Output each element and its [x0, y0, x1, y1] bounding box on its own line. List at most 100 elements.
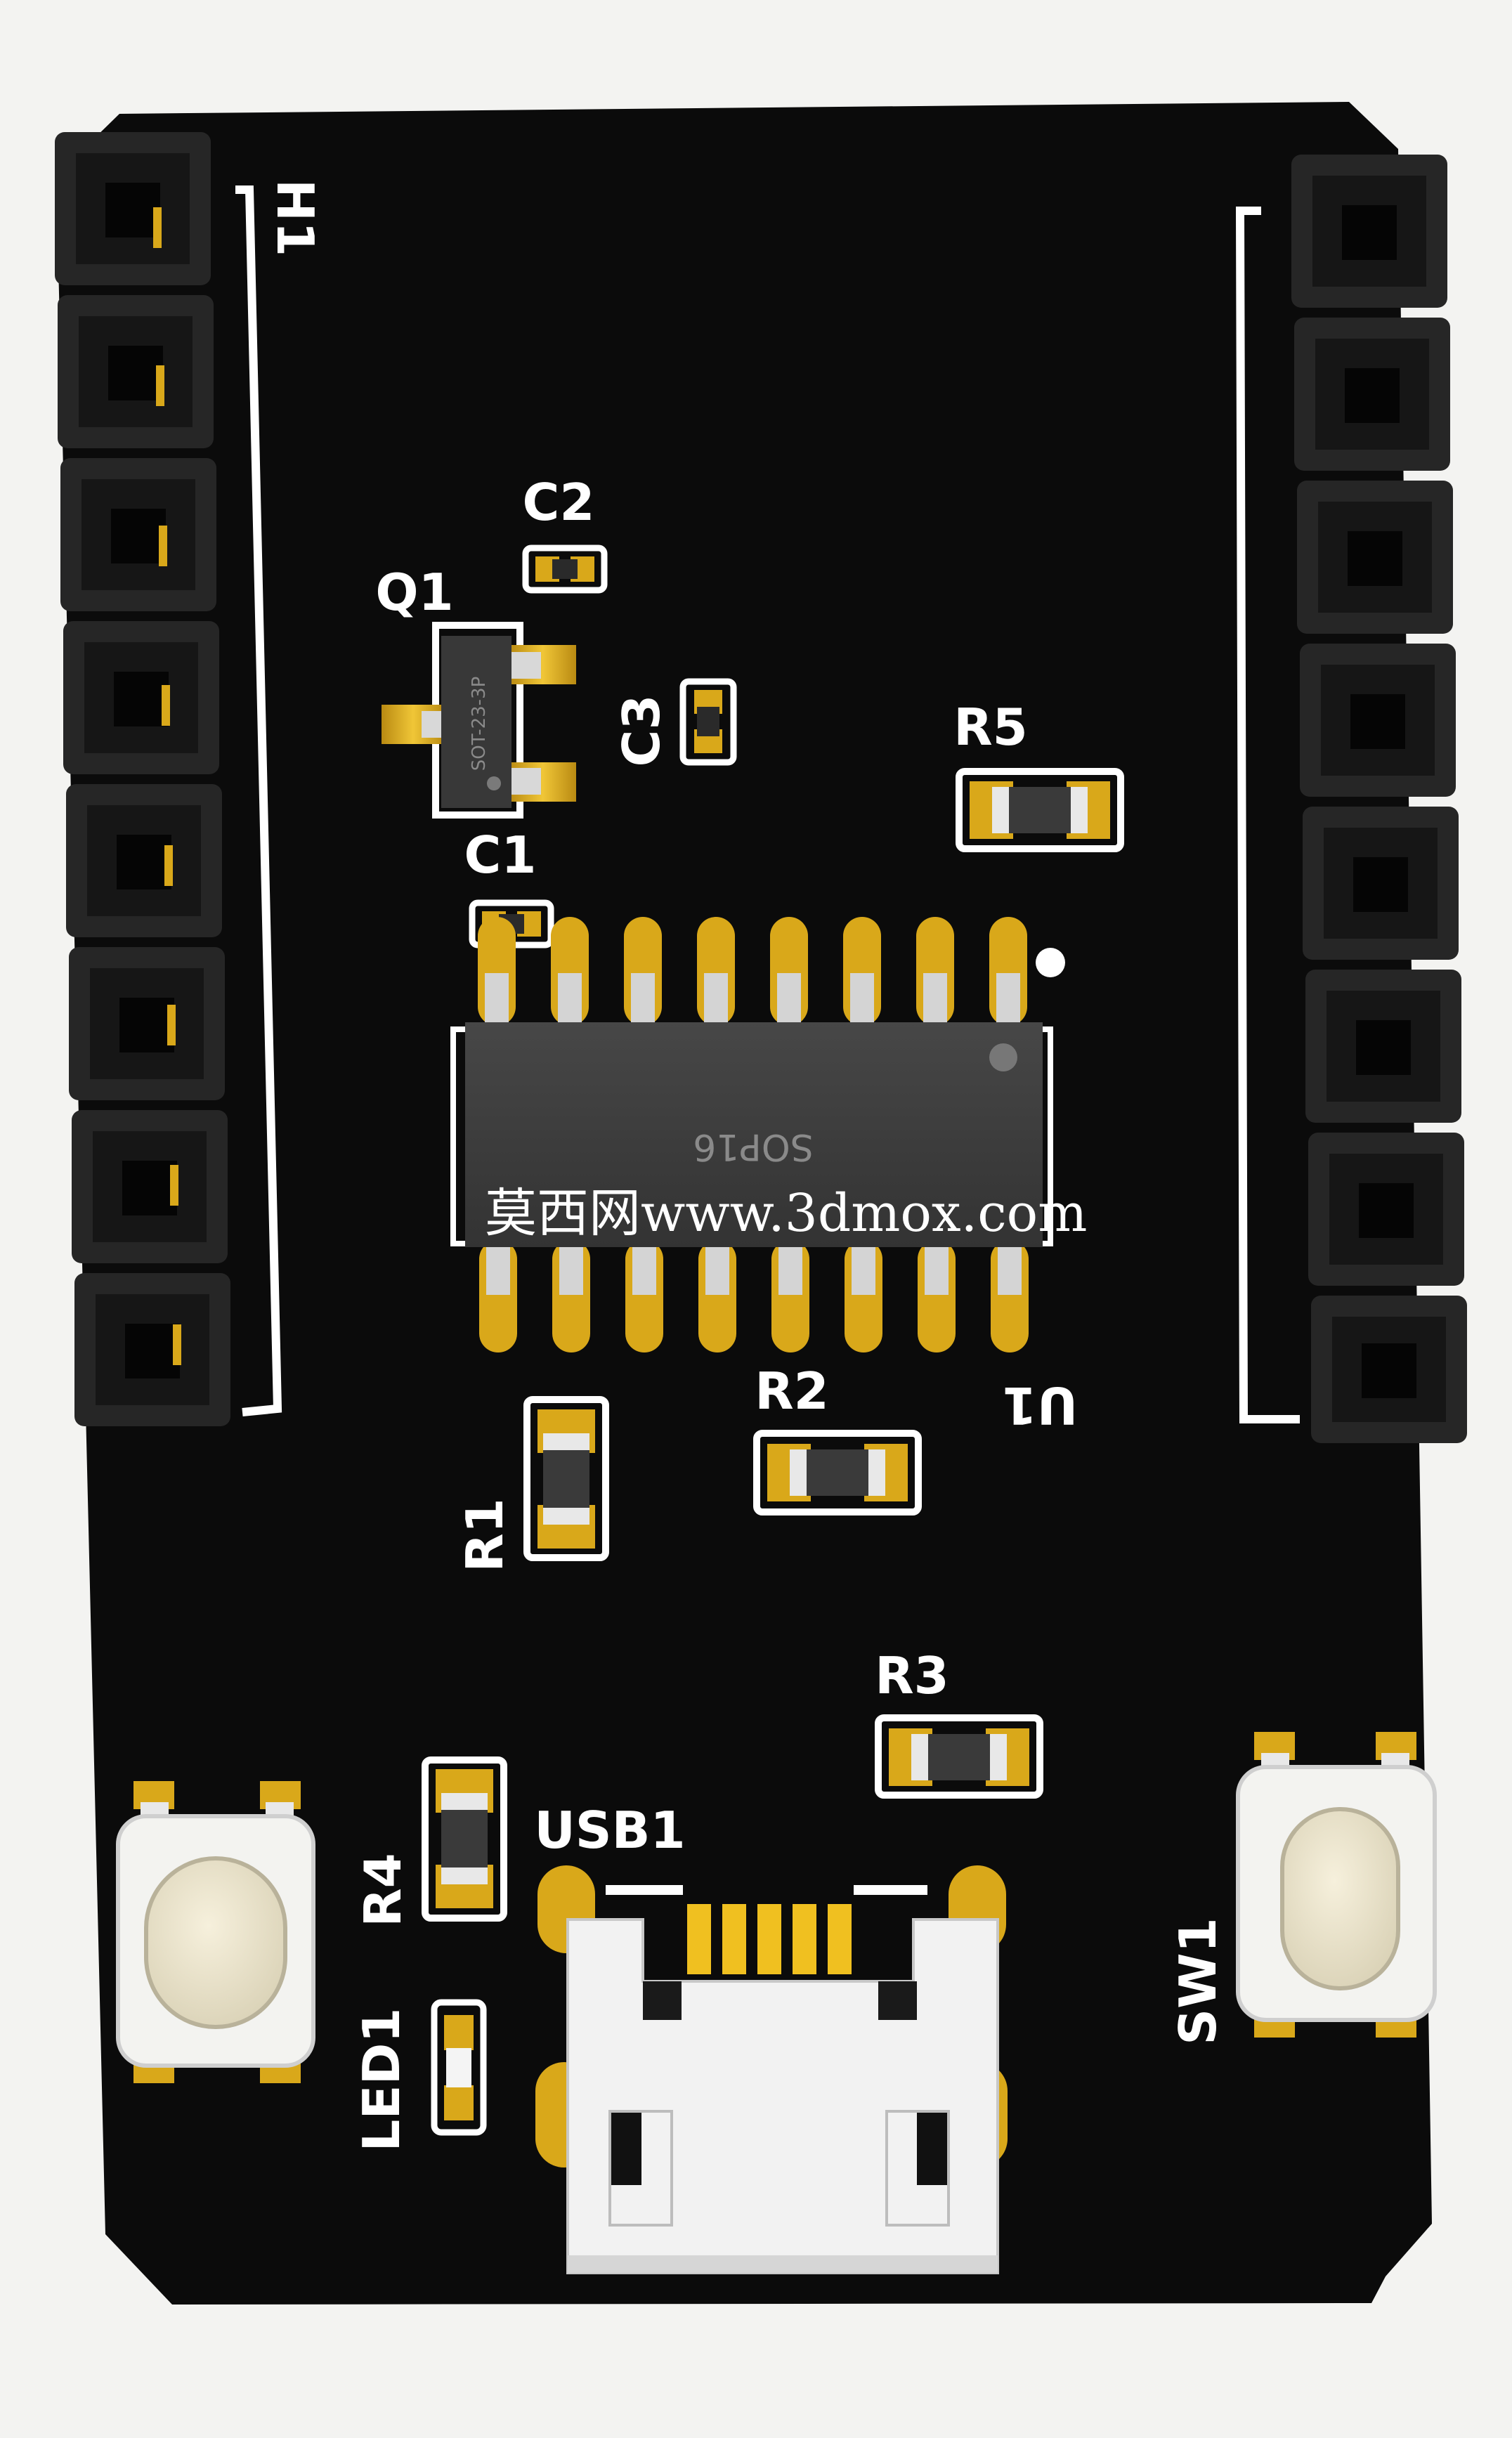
usb1-silk-top-left: [606, 1885, 683, 1895]
u1-pin: [551, 917, 589, 1026]
u1-pin: [989, 917, 1027, 1026]
u1-package-mark: SOP16: [693, 1126, 813, 1168]
usb1-silk-top-right: [854, 1885, 927, 1895]
usb1-signal-pad: [757, 1904, 781, 1974]
h1-pin: [63, 621, 219, 774]
r2-end-cap: [867, 1449, 885, 1496]
usb1-latch-outline: [608, 2110, 673, 2227]
usb1-tab: [643, 1981, 682, 2020]
u1-pin: [843, 917, 881, 1026]
r3-label: R3: [875, 1646, 949, 1705]
r5-label: R5: [953, 698, 1028, 757]
h1-pin: [66, 784, 222, 937]
r4-body: [441, 1810, 488, 1867]
h1-pin: [55, 132, 211, 285]
led1-silk-outline: [431, 1999, 487, 2136]
h1-pin: [69, 947, 225, 1100]
led1-pad: [444, 2085, 474, 2120]
c3-body: [697, 707, 719, 736]
usb1-connector: USB1: [534, 1801, 1008, 2274]
r5-silk-outline: [956, 768, 1124, 852]
q1-body: [441, 636, 511, 808]
c3-label: C3: [612, 695, 671, 767]
q1-pin1-dot: [487, 776, 501, 790]
header-right: [1235, 155, 1467, 1443]
right-header-pin: [1305, 970, 1461, 1123]
r2-label: R2: [755, 1362, 829, 1421]
r5-end-cap: [992, 787, 1010, 833]
c2-body: [552, 559, 578, 579]
usb1-signal-pad: [722, 1904, 746, 1974]
right-header-pin: [1297, 481, 1453, 634]
r1-end-cap: [543, 1506, 589, 1525]
h1-silk-outline: [235, 185, 282, 1416]
sw1-cap: [1280, 1807, 1400, 1990]
u1-pin: [479, 1240, 517, 1352]
usb1-signal-pad: [793, 1904, 816, 1974]
u1-pin: [916, 917, 954, 1026]
r3-end-cap: [911, 1734, 930, 1780]
c1-label: C1: [464, 826, 537, 885]
h1-pin: [74, 1273, 230, 1426]
r4-end-cap: [441, 1793, 488, 1811]
right-header-pins: [1291, 155, 1467, 1443]
led1: LED1: [352, 1999, 487, 2152]
r3-resistor: R3: [875, 1646, 1043, 1799]
u1-pin: [624, 917, 662, 1026]
right-header-pin: [1308, 1133, 1464, 1286]
right-header-pin: [1300, 644, 1456, 797]
led1-label: LED1: [352, 2008, 411, 2152]
left-tactile-button: [116, 1781, 315, 2083]
sw1-tactile-button: SW1: [1168, 1732, 1437, 2045]
u1-ic: SOP16 U1: [450, 917, 1078, 1435]
q1-transistor: Q1 SOT-23-3P: [375, 563, 576, 819]
u1-label: U1: [1002, 1376, 1078, 1435]
right-header-pin: [1294, 318, 1450, 471]
r3-end-cap: [989, 1734, 1007, 1780]
usb1-label: USB1: [534, 1801, 685, 1860]
r2-body: [807, 1449, 868, 1496]
usb1-latch-outline: [885, 2110, 950, 2227]
r4-label: R4: [353, 1853, 412, 1927]
u1-top-pins: [478, 917, 1027, 1026]
right-header-pin: [1291, 155, 1447, 308]
c2-silk-outline: [522, 545, 608, 594]
r4-end-cap: [441, 1866, 488, 1884]
h1-label: H1: [266, 179, 325, 256]
r1-resistor: R1: [455, 1396, 609, 1572]
u1-pin: [552, 1240, 590, 1352]
left-button-cap: [144, 1856, 287, 2029]
r1-label: R1: [455, 1498, 514, 1572]
usb1-tab: [878, 1981, 917, 2020]
r5-resistor: R5: [953, 698, 1124, 852]
u1-pin: [478, 917, 516, 1026]
h1-pin: [60, 458, 216, 611]
sw1-label: SW1: [1168, 1917, 1227, 2045]
u1-pin: [625, 1240, 663, 1352]
r3-silk-outline: [875, 1714, 1043, 1799]
usb1-signal-pad: [828, 1904, 852, 1974]
u1-body: [465, 1022, 1043, 1247]
u1-pin: [991, 1240, 1029, 1352]
c3-silk-outline: [679, 678, 737, 766]
r1-silk-outline: [523, 1396, 609, 1561]
u1-pin1-dot: [989, 1043, 1017, 1071]
r4-resistor: R4: [353, 1756, 507, 1927]
r3-body: [928, 1734, 990, 1780]
u1-pin: [697, 917, 735, 1026]
r1-body: [543, 1450, 589, 1508]
header-h1: H1: [55, 132, 325, 1426]
u1-pin: [771, 1240, 809, 1352]
right-header-silk-outline: [1235, 207, 1300, 1423]
usb1-latch-slot: [610, 2111, 641, 2185]
r2-silk-outline: [753, 1430, 922, 1515]
usb1-shell-shadow: [568, 2255, 998, 2273]
u1-bottom-pins: [479, 1240, 1029, 1352]
right-header-pin: [1311, 1296, 1467, 1443]
u1-pin: [770, 917, 808, 1026]
u1-pin: [918, 1240, 956, 1352]
led1-body: [446, 2048, 471, 2087]
q1-package-mark: SOT-23-3P: [469, 677, 490, 771]
r2-resistor: R2: [753, 1362, 922, 1515]
